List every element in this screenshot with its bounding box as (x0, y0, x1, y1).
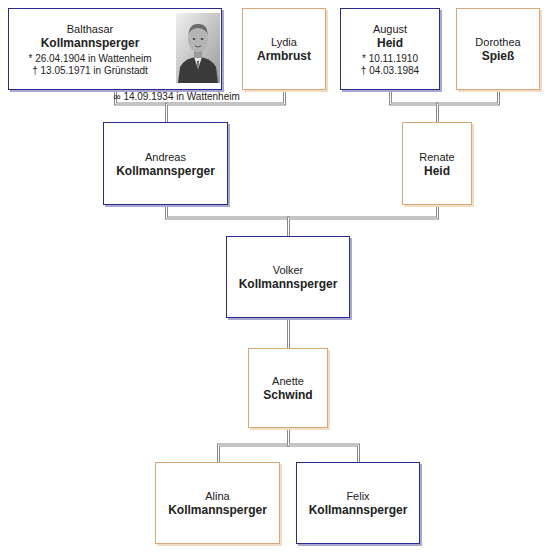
family-connector (289, 428, 359, 462)
life-date: † 04.03.1984 (361, 65, 419, 77)
given-name: Felix (346, 489, 369, 503)
family-connector (288, 318, 289, 348)
connector-line (289, 205, 438, 236)
connector-line (391, 90, 438, 122)
surname: Spieß (482, 49, 515, 63)
person-box: VolkerKollmannsperger (226, 236, 350, 318)
person-box: DorotheaSpieß (456, 8, 540, 90)
person-box: AnetteSchwind (248, 348, 328, 428)
given-name: Lydia (271, 35, 297, 49)
family-connector (438, 90, 499, 122)
surname: Armbrust (257, 49, 311, 63)
connector-line (167, 205, 289, 236)
portrait-photo (176, 13, 220, 83)
family-connector (167, 205, 289, 236)
given-name: Renate (419, 150, 454, 164)
marriage-date: ∞ 14.09.1934 in Wattenheim (114, 91, 240, 103)
surname: Kollmannsperger (309, 503, 408, 517)
person-box: AugustHeid * 10.11.1910† 04.03.1984 (340, 8, 440, 90)
life-date: * 26.04.1904 in Wattenheim (28, 53, 151, 65)
life-date: † 13.05.1971 in Grünstadt (32, 65, 148, 77)
connector-line (438, 90, 499, 122)
connector-line (289, 428, 359, 462)
person-box: LydiaArmbrust (242, 8, 326, 90)
given-name: Dorothea (475, 35, 520, 49)
connector-line (219, 428, 289, 462)
given-name: Balthasar (67, 22, 113, 36)
given-name: Alina (205, 489, 229, 503)
surname: Kollmannsperger (239, 277, 338, 291)
connector-line (287, 318, 290, 348)
surname: Kollmannsperger (168, 503, 267, 517)
surname: Kollmannsperger (41, 36, 140, 50)
connector-line (289, 428, 359, 462)
connector-line (219, 428, 289, 462)
given-name: August (373, 22, 407, 36)
surname: Heid (424, 164, 450, 178)
surname: Heid (377, 36, 403, 50)
connector-line (289, 205, 438, 236)
family-connector (219, 428, 289, 462)
family-connector (289, 205, 438, 236)
person-box: AlinaKollmannsperger (155, 462, 280, 544)
life-date: * 10.11.1910 (362, 53, 418, 65)
surname: Kollmannsperger (116, 164, 215, 178)
given-name: Anette (272, 374, 304, 388)
person-box: AndreasKollmannsperger (103, 122, 228, 205)
surname: Schwind (263, 388, 312, 402)
connector-line (167, 205, 289, 236)
given-name: Volker (273, 263, 304, 277)
connector-line (288, 318, 289, 348)
connector-line (391, 90, 438, 122)
family-connector (391, 90, 438, 122)
person-box: RenateHeid (402, 122, 472, 205)
given-name: Andreas (145, 150, 186, 164)
person-box: FelixKollmannsperger (296, 462, 420, 544)
connector-line (438, 90, 499, 122)
